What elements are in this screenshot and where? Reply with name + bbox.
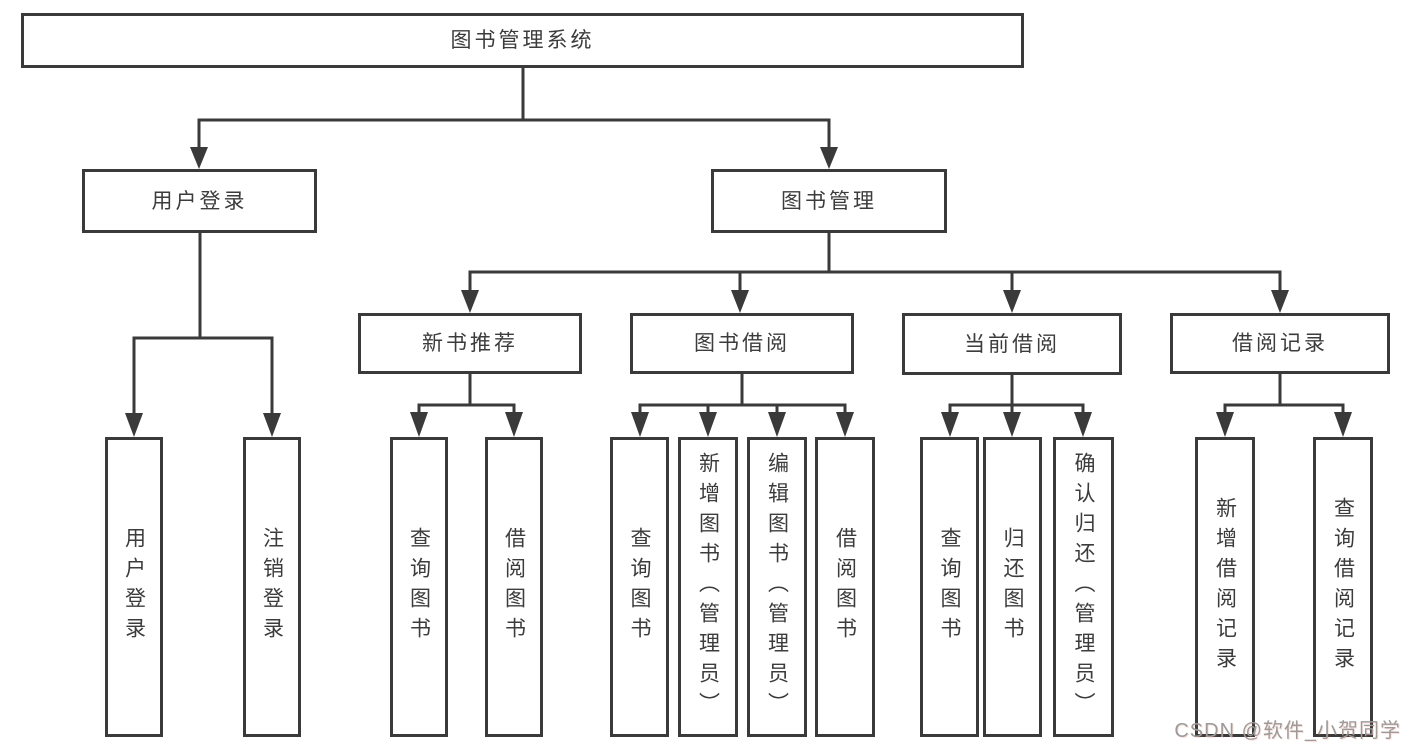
leaf-add-borrow-record-label: 新增借阅记录 (1213, 497, 1237, 677)
node-root-library-system: 图书管理系统 (21, 13, 1024, 68)
leaf-edit-books-admin-label: 编辑图书（管理员） (765, 452, 789, 722)
leaf-query-borrow-record-label: 查询借阅记录 (1331, 497, 1355, 677)
csdn-watermark: CSDN @软件_小贺同学 (1174, 720, 1401, 742)
leaf-add-borrow-record: 新增借阅记录 (1195, 437, 1255, 737)
leaf-query-books-2-label: 查询图书 (628, 527, 651, 647)
leaf-borrow-books-1-label: 借阅图书 (502, 527, 526, 647)
leaf-query-books-1-label: 查询图书 (407, 527, 431, 647)
leaf-logout-label: 注销登录 (260, 527, 284, 647)
leaf-borrow-books-1: 借阅图书 (485, 437, 543, 737)
node-borrowing-records: 借阅记录 (1170, 313, 1390, 374)
node-book-borrowing: 图书借阅 (630, 313, 854, 374)
leaf-query-books-1: 查询图书 (390, 437, 448, 737)
leaf-confirm-return-admin-label: 确认归还（管理员） (1072, 452, 1095, 722)
leaf-add-books-admin-label: 新增图书（管理员） (696, 452, 720, 722)
leaf-edit-books-admin: 编辑图书（管理员） (747, 437, 807, 737)
leaf-logout: 注销登录 (243, 437, 301, 737)
leaf-query-borrow-record: 查询借阅记录 (1313, 437, 1373, 737)
leaf-user-login-label: 用户登录 (122, 527, 146, 647)
leaf-add-books-admin: 新增图书（管理员） (678, 437, 738, 737)
node-book-management-branch: 图书管理 (711, 169, 947, 233)
leaf-return-books: 归还图书 (983, 437, 1042, 737)
node-user-login-branch: 用户登录 (82, 169, 317, 233)
leaf-user-login: 用户登录 (105, 437, 163, 737)
leaf-query-books-2: 查询图书 (610, 437, 669, 737)
leaf-query-books-3: 查询图书 (920, 437, 979, 737)
leaf-borrow-books-2: 借阅图书 (815, 437, 875, 737)
node-new-book-recommend: 新书推荐 (358, 313, 582, 374)
leaf-return-books-label: 归还图书 (1001, 527, 1024, 647)
node-current-borrowing: 当前借阅 (902, 313, 1122, 375)
leaf-borrow-books-2-label: 借阅图书 (833, 527, 857, 647)
leaf-confirm-return-admin: 确认归还（管理员） (1053, 437, 1114, 737)
leaf-query-books-3-label: 查询图书 (938, 527, 961, 647)
